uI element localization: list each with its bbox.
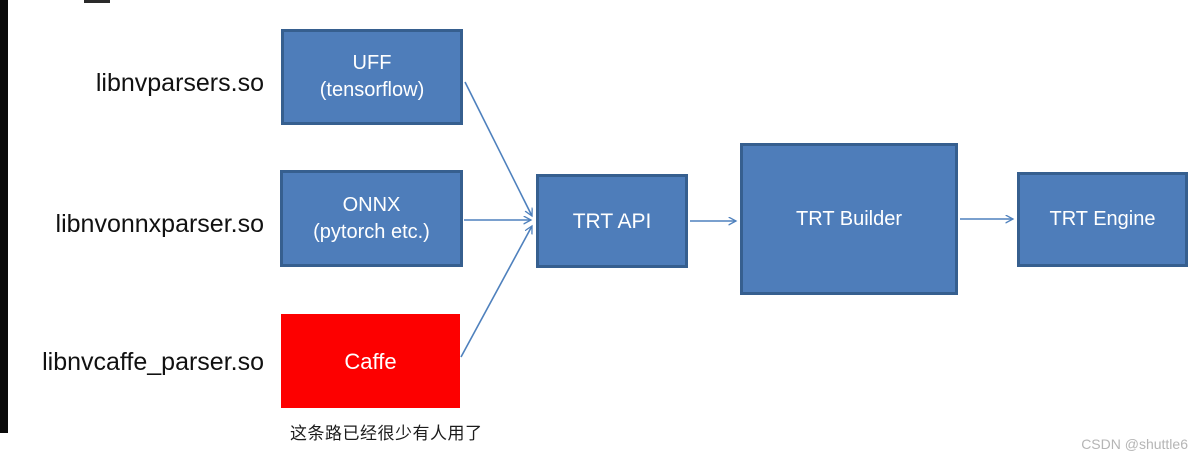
node-sublabel: (tensorflow) — [319, 79, 425, 101]
node-label: UFF — [352, 52, 392, 74]
library-label-libnvonnxparser: libnvonnxparser.so — [55, 210, 264, 238]
csdn-watermark: CSDN @shuttle6 — [1081, 436, 1188, 452]
node-sublabel: (pytorch etc.) — [313, 220, 430, 243]
top-edge-artifact — [84, 0, 110, 3]
library-label-libnvparsers: libnvparsers.so — [95, 69, 264, 97]
onnx-node: ONNX (pytorch etc.) — [280, 170, 463, 267]
node-label: ONNX — [342, 193, 401, 216]
arrow-uff-to-trt-api — [464, 81, 532, 216]
trt-api-node: TRT API — [536, 174, 688, 268]
node-label: TRT API — [572, 209, 652, 233]
node-label: Caffe — [344, 348, 397, 374]
arrow-caffe-to-trt-api — [460, 226, 533, 358]
node-label: TRT Engine — [1049, 208, 1156, 230]
node-label: TRT Builder — [796, 207, 902, 230]
uff-node: UFF (tensorflow) — [281, 29, 463, 125]
caffe-node: Caffe — [281, 314, 460, 408]
library-label-libnvcaffe-parser: libnvcaffe_parser.so — [42, 348, 264, 376]
left-black-bar — [0, 0, 8, 433]
trt-builder-node: TRT Builder — [740, 143, 958, 295]
trt-engine-node: TRT Engine — [1017, 172, 1188, 267]
caffe-path-caption: 这条路已经很少有人用了 — [290, 424, 483, 443]
